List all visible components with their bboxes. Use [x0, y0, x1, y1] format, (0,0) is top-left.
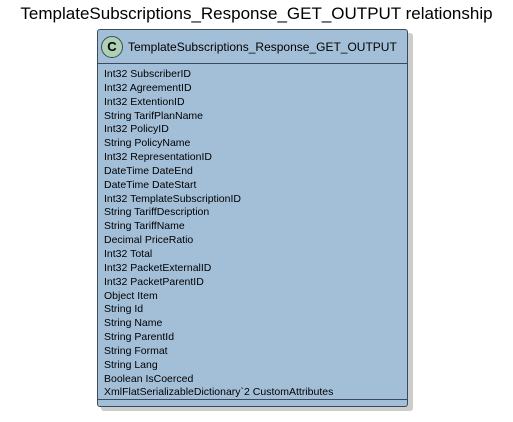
class-field: Int32 AgreementID	[104, 81, 192, 94]
class-field: Int32 ExtentionID	[104, 95, 185, 108]
class-field: Int32 TemplateSubscriptionID	[104, 192, 241, 205]
diagram-title: TemplateSubscriptions_Response_GET_OUTPU…	[20, 4, 493, 23]
class-header: C TemplateSubscriptions_Response_GET_OUT…	[98, 30, 407, 64]
class-field: String Format	[104, 344, 168, 357]
class-field: Boolean IsCoerced	[104, 372, 194, 385]
methods-divider	[98, 399, 407, 400]
class-field: Decimal PriceRatio	[104, 234, 194, 247]
class-field: String Name	[104, 317, 163, 330]
class-field: String TarifPlanName	[104, 109, 204, 122]
class-fields: Int32 SubscriberID Int32 AgreementID Int…	[98, 64, 407, 400]
class-stereotype-icon: C	[101, 35, 123, 58]
class-field: String Lang	[104, 358, 158, 371]
class-field: Int32 PacketExternalID	[104, 261, 212, 274]
class-field: DateTime DateEnd	[104, 164, 193, 177]
class-field: String Id	[104, 303, 144, 316]
class-field: DateTime DateStart	[104, 178, 197, 191]
class-field: Int32 RepresentationID	[104, 151, 212, 164]
class-field: String ParentId	[104, 331, 175, 344]
class-box[interactable]: C TemplateSubscriptions_Response_GET_OUT…	[97, 29, 408, 407]
class-field: XmlFlatSerializableDictionary`2 CustomAt…	[104, 386, 334, 399]
class-field: Int32 SubscriberID	[104, 68, 191, 80]
class-field: Int32 Total	[104, 247, 153, 260]
class-field: String PolicyName	[104, 137, 191, 150]
class-name: TemplateSubscriptions_Response_GET_OUTPU…	[128, 39, 397, 54]
class-field: Object Item	[104, 289, 158, 302]
class-field: Int32 PolicyID	[104, 123, 169, 136]
class-field: String TariffDescription	[104, 206, 210, 219]
class-field: String TariffName	[104, 220, 185, 233]
class-field: Int32 PacketParentID	[104, 275, 204, 288]
